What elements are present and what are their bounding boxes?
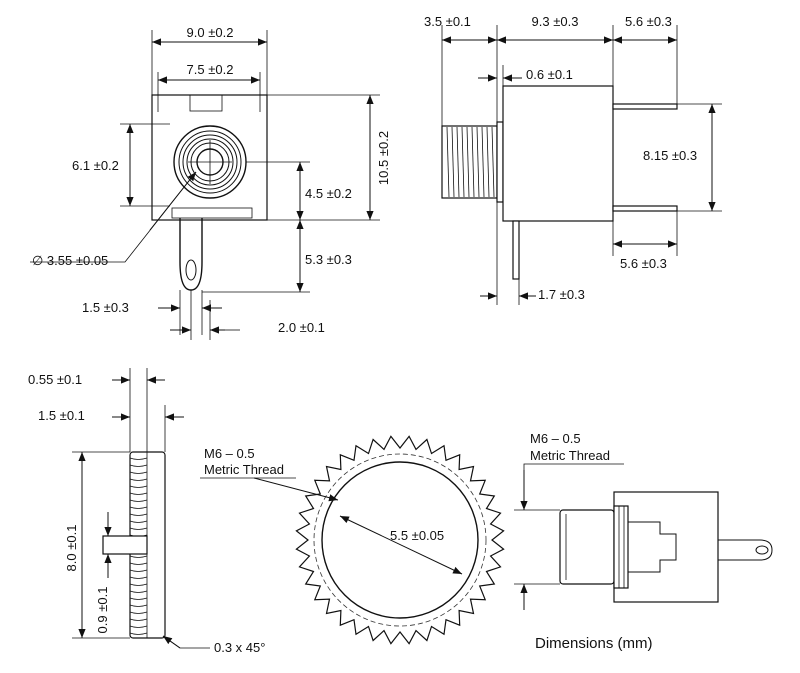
side-pin-top-length: 5.6 ±0.3 bbox=[625, 14, 672, 29]
assembly-nut bbox=[613, 505, 629, 589]
nut-front-view: 5.5 ±0.05 M6 – 0.5 Metric Thread bbox=[200, 435, 505, 645]
thread-line bbox=[456, 126, 460, 198]
front-pin-offset: 2.0 ±0.1 bbox=[278, 320, 325, 335]
nut-slot bbox=[102, 535, 148, 555]
assembly-thread-line1: M6 – 0.5 bbox=[530, 431, 581, 446]
knurl-line bbox=[129, 485, 148, 488]
knurl-line bbox=[129, 576, 148, 579]
side-pin-stub-length: 1.7 ±0.3 bbox=[538, 287, 585, 302]
nut-thread-root bbox=[313, 453, 487, 627]
front-height-left: 6.1 ±0.2 bbox=[72, 158, 119, 173]
nut-side-view: 0.55 ±0.1 1.5 ±0.1 8.0 ±0.1 0.9 ±0.1 0.3… bbox=[28, 368, 265, 655]
nut-inner-bore bbox=[321, 461, 479, 619]
knurl-line bbox=[129, 478, 148, 481]
side-flange-width: 0.6 ±0.1 bbox=[526, 67, 573, 82]
assembly-body bbox=[613, 491, 719, 603]
thread-line bbox=[476, 126, 480, 198]
knurl-line bbox=[129, 457, 148, 460]
nut-thread-line2: Metric Thread bbox=[204, 462, 284, 477]
assembly-solder-lug bbox=[718, 539, 773, 561]
knurl-line bbox=[129, 618, 148, 621]
assembly-thread-line2: Metric Thread bbox=[530, 448, 610, 463]
knurl-line bbox=[129, 555, 148, 558]
front-top-notch bbox=[189, 94, 223, 112]
nut-inner-diameter: 5.5 ±0.05 bbox=[390, 528, 444, 543]
knurl-line bbox=[129, 506, 148, 509]
nut-thread-line1: M6 – 0.5 bbox=[204, 446, 255, 461]
assembly-contact bbox=[628, 521, 677, 573]
drawing-caption: Dimensions (mm) bbox=[535, 635, 653, 652]
thread-line bbox=[466, 126, 470, 198]
knurl-line bbox=[129, 513, 148, 516]
knurl-line bbox=[129, 471, 148, 474]
front-width-outer: 9.0 ±0.2 bbox=[187, 25, 234, 40]
side-view: 3.5 ±0.1 9.3 ±0.3 5.6 ±0.3 0.6 ±0.1 8.15… bbox=[424, 14, 722, 305]
side-flange bbox=[496, 121, 504, 203]
front-hole-diameter: ∅ 3.55 ±0.05 bbox=[32, 253, 108, 268]
front-pin-length: 5.3 ±0.3 bbox=[305, 252, 352, 267]
side-body bbox=[502, 85, 614, 222]
thread-line bbox=[471, 126, 475, 198]
side-pin-stub bbox=[512, 220, 520, 280]
side-pin-top bbox=[612, 103, 678, 110]
knurl-line bbox=[129, 632, 148, 635]
front-width-inner: 7.5 ±0.2 bbox=[187, 62, 234, 77]
knurl-line bbox=[129, 569, 148, 572]
knurl-line bbox=[129, 611, 148, 614]
knurl-line bbox=[129, 492, 148, 495]
front-pin-width: 1.5 ±0.3 bbox=[82, 300, 129, 315]
thread-line bbox=[491, 126, 495, 198]
knurl-line bbox=[129, 499, 148, 502]
front-body bbox=[151, 94, 268, 221]
nut-chamfer: 0.3 x 45° bbox=[214, 640, 265, 655]
side-thread-length: 3.5 ±0.1 bbox=[424, 14, 471, 29]
nut-diameter: 8.0 ±0.1 bbox=[64, 525, 79, 572]
knurl-line bbox=[129, 562, 148, 565]
side-body-length: 9.3 ±0.3 bbox=[532, 14, 579, 29]
thread-line bbox=[461, 126, 465, 198]
front-bottom-slot bbox=[171, 207, 253, 219]
knurl-line bbox=[129, 590, 148, 593]
knurl-line bbox=[129, 597, 148, 600]
knurl-line bbox=[129, 520, 148, 523]
knurl-line bbox=[129, 604, 148, 607]
front-solder-lug bbox=[179, 218, 203, 291]
nut-slot-width: 0.55 ±0.1 bbox=[28, 372, 82, 387]
nut-slot-height: 0.9 ±0.1 bbox=[95, 587, 110, 634]
knurl-line bbox=[129, 625, 148, 628]
side-pin-bottom-length: 5.6 ±0.3 bbox=[620, 256, 667, 271]
knurl-line bbox=[129, 464, 148, 467]
assembly-view: M6 – 0.5 Metric Thread bbox=[514, 431, 773, 610]
thread-line bbox=[481, 126, 485, 198]
knurl-line bbox=[129, 527, 148, 530]
assembly-bushing bbox=[559, 509, 615, 585]
side-pin-bottom bbox=[612, 205, 678, 212]
nut-thickness: 1.5 ±0.1 bbox=[38, 408, 85, 423]
thread-line bbox=[446, 126, 450, 198]
front-height-right: 10.5 ±0.2 bbox=[376, 131, 391, 185]
front-view: 9.0 ±0.2 7.5 ±0.2 6.1 ±0.2 10.5 ±0.2 4.5… bbox=[30, 25, 391, 340]
side-pin-spacing: 8.15 ±0.3 bbox=[643, 148, 697, 163]
knurl-line bbox=[129, 583, 148, 586]
thread-line bbox=[486, 126, 490, 198]
front-center-height: 4.5 ±0.2 bbox=[305, 186, 352, 201]
thread-line bbox=[451, 126, 455, 198]
